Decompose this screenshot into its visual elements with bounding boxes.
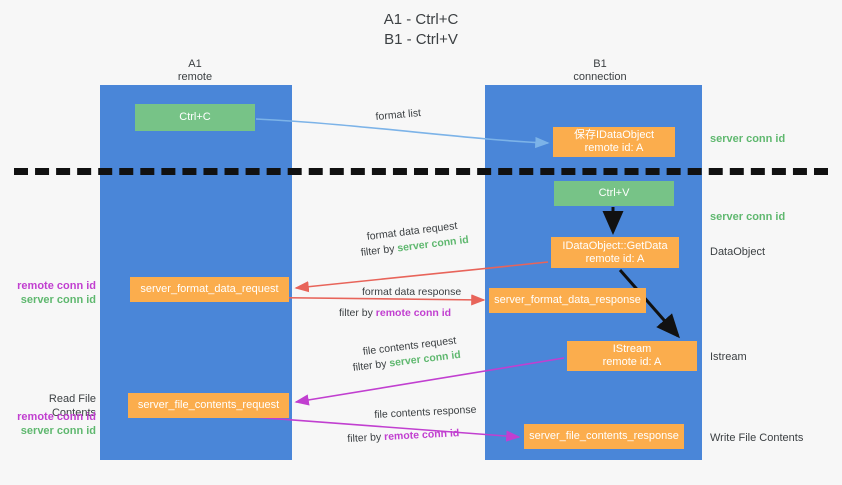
column-header-b1: B1 connection — [545, 58, 655, 84]
box-sfcres-label: server_file_contents_response — [529, 430, 679, 442]
filter-prefix: filter by — [352, 357, 391, 374]
box-ctrl-c-label: Ctrl+C — [179, 111, 211, 123]
filter-prefix: filter by — [347, 431, 385, 445]
box-getdata-line2: remote id: A — [585, 252, 645, 265]
label-read-file-contents: Read File Contents — [48, 393, 96, 419]
annotation-format-data-response: format data response — [362, 286, 462, 298]
annotation-file-contents-response-filter: filter by remote conn id — [347, 426, 460, 446]
box-sfdres-label: server_format_data_response — [494, 294, 641, 306]
box-ctrl-v-label: Ctrl+V — [598, 187, 630, 199]
label-server-conn-id-top: server conn id — [710, 133, 786, 145]
box-save-idataobject-line2: remote id: A — [584, 142, 644, 154]
filter-prefix: filter by — [360, 242, 399, 259]
box-sfdreq-label: server_format_data_request — [140, 283, 279, 295]
box-ctrl-c[interactable]: Ctrl+C — [135, 104, 255, 131]
annotation-format-list: format list — [375, 107, 422, 123]
annotation-file-contents-response: file contents response — [374, 403, 477, 421]
column-b1-name: B1 — [593, 58, 607, 70]
box-server-file-contents-request[interactable]: server_file_contents_request — [128, 393, 289, 418]
filter-value-remote-conn-id: remote conn id — [383, 427, 460, 444]
label-left-conn-ids-bottom: remote conn id server conn id — [8, 410, 96, 438]
filter-value-remote-conn-id: remote conn id — [375, 307, 452, 319]
annotation-format-data-response-filter: filter by remote conn id — [339, 306, 451, 320]
box-sfcreq-label: server_file_contents_request — [137, 399, 280, 411]
box-idataobject-getdata[interactable]: IDataObject::GetData remote id: A — [551, 237, 679, 268]
box-istream-line1: IStream — [612, 343, 652, 355]
label-server-conn-id-2: server conn id — [20, 425, 96, 437]
box-server-file-contents-response[interactable]: server_file_contents_response — [524, 424, 684, 449]
column-a1-name: A1 — [188, 58, 202, 70]
box-istream[interactable]: IStream remote id: A — [567, 341, 697, 371]
box-server-format-data-request[interactable]: server_format_data_request — [130, 277, 289, 302]
box-save-idataobject-line1: 保存IDataObject — [573, 129, 655, 141]
phase-divider — [14, 168, 828, 175]
label-server-conn-id-1: server conn id — [20, 294, 96, 306]
filter-prefix: filter by — [339, 307, 376, 319]
label-remote-conn-id-2: remote conn id — [17, 411, 96, 423]
column-b1-sub: connection — [573, 71, 627, 83]
label-remote-conn-id-1: remote conn id — [17, 280, 96, 292]
label-left-conn-ids-top: remote conn id server conn id — [8, 279, 96, 307]
column-header-a1: A1 remote — [140, 58, 250, 84]
box-save-idataobject[interactable]: 保存IDataObject remote id: A — [553, 127, 675, 157]
box-ctrl-v[interactable]: Ctrl+V — [554, 181, 674, 206]
label-istream: Istream — [710, 351, 747, 363]
title-line-1: A1 - Ctrl+C — [383, 11, 459, 28]
title-line-2: B1 - Ctrl+V — [384, 31, 458, 48]
label-server-conn-id-mid: server conn id — [710, 211, 786, 223]
box-server-format-data-response[interactable]: server_format_data_response — [489, 288, 646, 313]
page-title: A1 - Ctrl+C B1 - Ctrl+V — [0, 10, 842, 50]
box-getdata-line1: IDataObject::GetData — [562, 239, 668, 252]
label-write-file-contents: Write File Contents — [710, 432, 804, 444]
column-a1-sub: remote — [177, 71, 213, 83]
label-dataobject: DataObject — [710, 246, 766, 258]
box-istream-line2: remote id: A — [602, 356, 662, 368]
